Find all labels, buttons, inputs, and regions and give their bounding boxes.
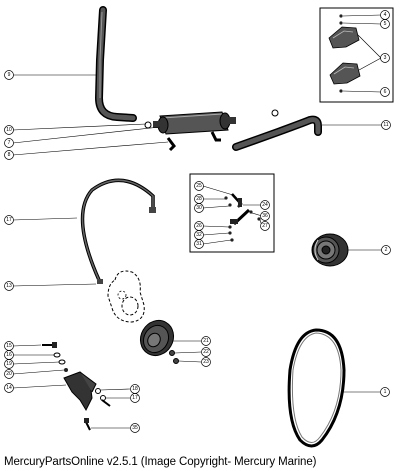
svg-text:36: 36 [262,213,268,219]
svg-text:7: 7 [8,140,11,146]
svg-text:9: 9 [8,72,11,78]
svg-text:1: 1 [384,389,387,395]
callout-23: 23 [201,357,211,367]
svg-text:11: 11 [383,122,388,128]
callout-36: 36 [260,211,270,221]
svg-text:27: 27 [262,223,268,229]
svg-text:30: 30 [196,205,202,211]
tube-17 [80,178,156,284]
svg-text:18: 18 [132,386,138,392]
svg-text:5: 5 [384,21,387,27]
callout-11: 11 [381,120,391,130]
hose-9 [94,6,137,122]
impeller-plate [139,319,202,364]
callout-25: 25 [194,181,204,191]
svg-text:23: 23 [203,359,209,365]
svg-text:22: 22 [203,349,209,355]
cooler-assembly [144,111,236,152]
callout-15: 15 [4,341,14,351]
pulley-2 [311,233,382,267]
svg-text:26: 26 [196,223,202,229]
svg-text:19: 19 [6,361,12,367]
callout-31: 31 [194,239,204,249]
inset-box-seals [319,7,394,103]
svg-text:14: 14 [6,385,12,391]
svg-text:32: 32 [196,232,202,238]
drive-belt [287,328,380,448]
svg-text:15: 15 [6,343,12,349]
callout-10: 10 [4,125,14,135]
callout-13: 13 [4,281,14,291]
inset-box-hardware [189,173,275,253]
svg-text:25: 25 [196,183,202,189]
callout-28: 28 [194,194,204,204]
image-caption: MercuryPartsOnline v2.5.1 (Image Copyrig… [4,456,317,468]
svg-text:17: 17 [132,395,138,401]
callout-22: 22 [201,347,211,357]
svg-text:21: 21 [203,338,209,344]
callout-2: 2 [381,245,391,255]
callout-19: 19 [4,359,14,369]
svg-text:4: 4 [384,12,387,18]
svg-text:6: 6 [384,89,387,95]
svg-text:35: 35 [132,425,138,431]
callout-30: 30 [194,203,204,213]
callout-24: 24 [260,200,270,210]
pump-housing-outline [107,270,145,323]
hose-11 [232,109,382,151]
callout-17b: 17 [130,393,140,403]
svg-text:10: 10 [6,127,12,133]
svg-text:20: 20 [6,371,12,377]
callout-1: 1 [380,387,390,397]
svg-text:16: 16 [6,352,12,358]
callout-4: 4 [380,10,390,20]
bracket-assembly [12,342,131,431]
callout-26: 26 [194,221,204,231]
callout-9: 9 [4,70,14,80]
callout-16: 16 [4,350,14,360]
svg-text:13: 13 [6,283,12,289]
callout-6: 6 [380,87,390,97]
callout-20: 20 [4,369,14,379]
callout-27: 27 [260,221,270,231]
svg-text:8: 8 [8,152,11,158]
svg-text:3: 3 [384,55,387,61]
callout-14: 14 [4,383,14,393]
callout-3: 3 [380,53,390,63]
svg-text:28: 28 [196,196,202,202]
callout-21: 21 [201,336,211,346]
callout-5: 5 [380,19,390,29]
svg-text:17: 17 [6,217,12,223]
callout-32: 32 [194,230,204,240]
callout-18: 18 [130,384,140,394]
callout-35: 35 [130,423,140,433]
svg-text:31: 31 [196,241,202,247]
callout-17: 17 [4,215,14,225]
svg-text:24: 24 [262,202,268,208]
callout-7: 7 [4,138,14,148]
svg-text:2: 2 [385,247,388,253]
callout-8: 8 [4,150,14,160]
